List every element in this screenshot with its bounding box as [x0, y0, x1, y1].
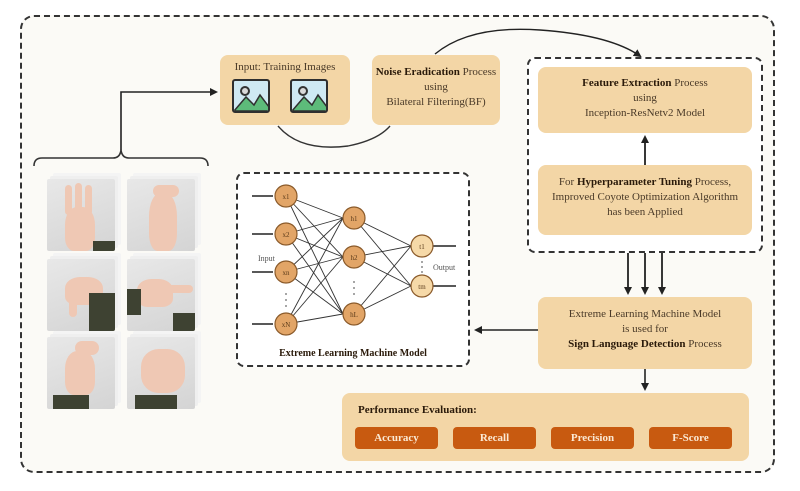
svg-text:t1: t1 — [419, 243, 425, 251]
svg-text:x2: x2 — [283, 231, 291, 239]
ellipsis-dot — [285, 293, 287, 295]
hyper-line2: Improved Coyote Optimization Algorithm — [551, 191, 739, 203]
output-label: Output — [433, 263, 456, 272]
input-training-images-box: Input: Training Images — [220, 55, 350, 125]
noise-eradication-box: Noise Eradication Process using Bilatera… — [372, 55, 500, 125]
ellipsis-dot — [353, 287, 355, 289]
elm-caption: Extreme Learning Machine Model — [279, 348, 427, 359]
feature-line3: Inception-ResNetv2 Model — [584, 107, 706, 119]
metric-recall: Recall — [453, 427, 536, 449]
output-node: tm — [410, 274, 434, 298]
training-images-collage — [45, 173, 205, 411]
hand-image-sign-fist — [127, 337, 195, 409]
feature-extraction-box: Feature Extraction Process using Incepti… — [538, 67, 752, 133]
svg-text:tm: tm — [418, 283, 426, 291]
elm-sign-detection-box: Extreme Learning Machine Model is used f… — [538, 297, 752, 369]
hyper-title-rest: Process, — [691, 176, 732, 188]
hyper-title-bold: Hyperparameter Tuning — [576, 176, 692, 188]
hidden-node: h2 — [342, 245, 366, 269]
hand-image-sign-c-shape — [47, 337, 115, 409]
hand-image-sign-three — [47, 179, 115, 251]
hidden-node: hL — [342, 302, 366, 326]
hyper-prefix: For — [558, 176, 577, 188]
network-edge — [353, 245, 412, 315]
noise-line2: using — [424, 81, 448, 93]
feature-title-bold: Feature Extraction — [582, 77, 672, 89]
metric-f-score: F-Score — [649, 427, 732, 449]
metric-precision: Precision — [551, 427, 634, 449]
performance-evaluation-box: Performance Evaluation: Accuracy Recall … — [342, 393, 749, 461]
ellipsis-dot — [421, 271, 423, 273]
svg-text:hL: hL — [350, 311, 358, 319]
input-node: xN — [274, 312, 298, 336]
network-edge — [285, 217, 344, 325]
elm-network-diagram: x1 x2 xn xN h1 h2 hL t1 tm Input Output Extreme … — [252, 184, 456, 359]
hand-image-sign-pointing-down — [47, 259, 115, 331]
noise-title-rest: Process — [459, 66, 497, 78]
ellipsis-dot — [285, 305, 287, 307]
hidden-node: h1 — [342, 206, 366, 230]
ellipsis-dot — [285, 299, 287, 301]
noise-line3: Bilateral Filtering(BF) — [386, 96, 486, 108]
network-edge — [285, 195, 344, 258]
ellipsis-dot — [421, 261, 423, 263]
noise-title-bold: Noise Eradication — [375, 66, 460, 78]
svg-text:h2: h2 — [351, 254, 359, 262]
network-edge — [285, 195, 344, 315]
input-box-title: Input: Training Images — [234, 61, 336, 73]
svg-text:x1: x1 — [283, 193, 291, 201]
feature-line2: using — [633, 92, 657, 104]
ellipsis-dot — [421, 266, 423, 268]
performance-title: Performance Evaluation: — [358, 404, 477, 416]
ellipsis-dot — [353, 293, 355, 295]
network-edge — [353, 217, 412, 287]
hand-image-sign-pointing-side — [127, 259, 195, 331]
hand-image-sign-bent — [127, 179, 195, 251]
hyper-line3: has been Applied — [607, 206, 683, 218]
svg-text:h1: h1 — [351, 215, 359, 223]
svg-text:xn: xn — [283, 269, 291, 277]
metric-accuracy: Accuracy — [355, 427, 438, 449]
input-node: x2 — [274, 222, 298, 246]
input-node: xn — [274, 260, 298, 284]
input-node: x1 — [274, 184, 298, 208]
network-edge — [285, 256, 344, 325]
elm-bold: Sign Language Detection — [568, 338, 686, 350]
feature-title-rest: Process — [671, 77, 708, 89]
elm-rest: Process — [685, 338, 722, 350]
ellipsis-dot — [353, 281, 355, 283]
hyperparameter-tuning-box: For Hyperparameter Tuning Process, Impro… — [538, 165, 752, 235]
elm-network-panel: x1 x2 xn xN h1 h2 hL t1 tm Input Output Extreme … — [236, 172, 470, 367]
network-edge — [285, 271, 344, 315]
image-icon — [232, 79, 270, 113]
elm-line2: is used for — [622, 323, 668, 335]
input-label: Input — [258, 254, 276, 263]
svg-text:xN: xN — [282, 321, 291, 329]
network-edge — [285, 217, 344, 273]
elm-line1: Extreme Learning Machine Model — [568, 308, 722, 320]
network-edge — [285, 233, 344, 315]
image-icon — [290, 79, 328, 113]
output-node: t1 — [410, 234, 434, 258]
